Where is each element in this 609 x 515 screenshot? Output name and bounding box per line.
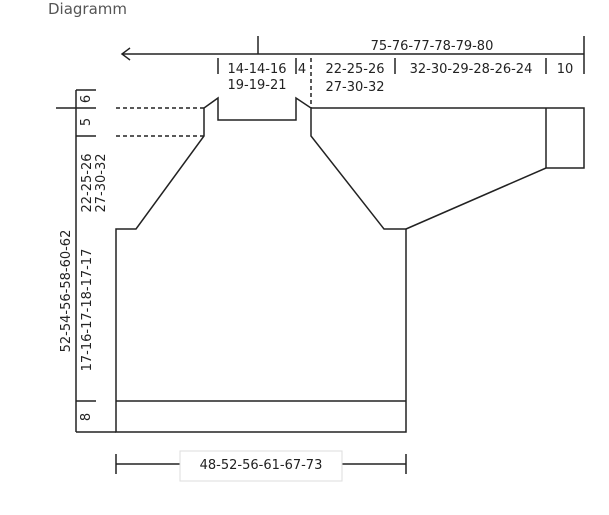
label-total-width: 75-76-77-78-79-80	[371, 39, 494, 54]
label-raglan-1: 22-25-26	[80, 153, 95, 212]
label-neck-1: 14-14-16	[227, 62, 286, 77]
bottom-label-box	[179, 450, 343, 482]
arrow-left-icon	[120, 47, 131, 61]
label-body-length-2: 17-16-17-18-17-17	[80, 249, 95, 372]
label-bottom-width: 48-52-56-61-67-73	[200, 458, 323, 473]
dashed-guides	[116, 58, 312, 137]
bottom-dimension-lines	[115, 454, 407, 474]
label-shoulder-2: 27-30-32	[325, 80, 384, 95]
label-neck-2: 19-19-21	[227, 78, 286, 93]
label-collar-height: 5	[79, 118, 94, 126]
top-dimension-lines	[120, 36, 585, 74]
label-gap: 4	[298, 62, 306, 77]
label-body-length-1: 52-54-56-58-60-62	[59, 230, 74, 353]
label-shoulder-1: 22-25-26	[325, 62, 384, 77]
sleeve-outline	[311, 107, 585, 230]
label-cuff: 10	[557, 62, 574, 77]
label-rib-height: 8	[79, 413, 94, 421]
garment-outline	[115, 96, 585, 433]
label-raglan-2: 27-30-32	[94, 153, 109, 212]
diagram-title: Diagramm	[48, 0, 128, 18]
label-sleeve: 32-30-29-28-26-24	[410, 62, 533, 77]
left-dimension-lines	[56, 89, 116, 433]
body-outline	[115, 96, 407, 433]
label-neck-height: 6	[79, 95, 94, 103]
